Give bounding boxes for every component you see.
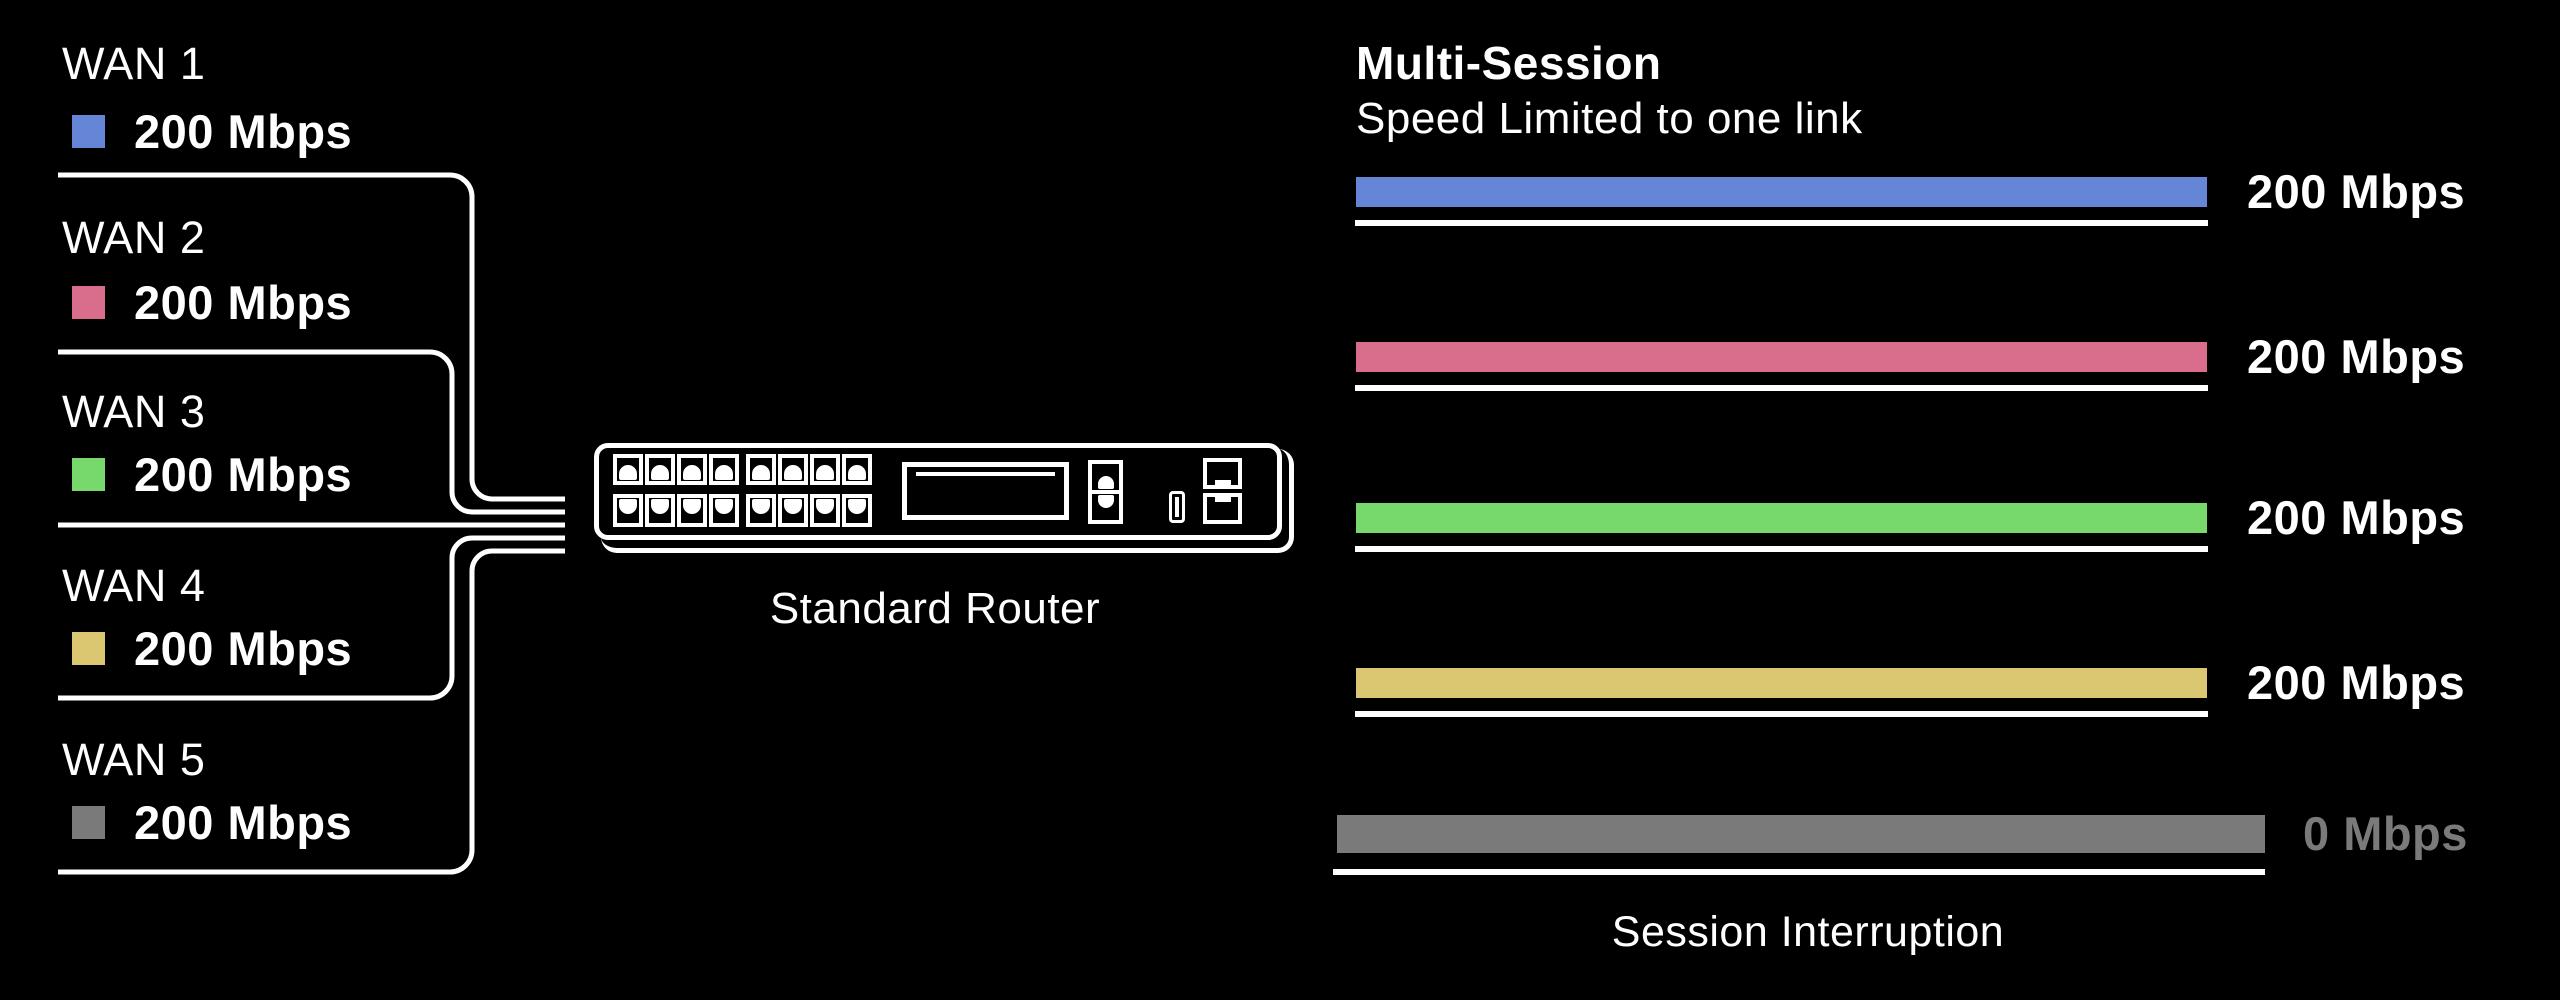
rj45-port-icon [746,494,776,527]
bar-underline [1355,220,2208,226]
bar-underline [1333,869,2265,875]
bar-value-label: 0 Mbps [2303,807,2468,860]
rj45-port-icon [613,494,643,527]
rj45-port-icon [613,454,643,485]
speed-bar-wan2 [1356,342,2207,372]
rj45-port-group [613,454,739,485]
sfp-port-icon [1203,493,1242,524]
wan-2-color-swatch-icon [72,285,105,319]
wan-3-label: WAN 3 [62,386,206,437]
wan-2-connector-line [58,349,565,515]
rj45-port-icon [709,454,739,485]
wan-1-speed-row: 200 Mbps [72,105,352,158]
wan-4-speed: 200 Mbps [134,621,353,675]
rj45-port-icon [842,454,872,485]
rj45-port-icon [746,454,776,485]
wan-4-connector-line [58,535,565,701]
router-illustration [594,443,1282,540]
rj45-port-group [746,494,872,527]
rj45-port-icon [778,494,808,527]
speed-bar-wan3 [1356,503,2207,533]
sfp-port-icon [1203,458,1242,489]
session-interruption-label: Session Interruption [1611,908,2005,956]
wan-4-speed-row: 200 Mbps [72,622,352,675]
speed-bar-wan4 [1356,668,2207,698]
wan-module-ports-icon [1088,460,1123,524]
rj45-port-icon [810,454,840,485]
rj45-port-group [613,494,739,527]
wan-3-speed: 200 Mbps [134,447,353,501]
rj45-port-icon [778,454,808,485]
bar-value-label: 200 Mbps [2247,491,2466,544]
wan-3-color-swatch-icon [72,457,105,491]
wan-1-connector-line [58,172,565,502]
rj45-port-icon [709,494,739,527]
wan-1-speed: 200 Mbps [134,104,353,158]
bar-value-label: 200 Mbps [2247,330,2466,383]
usb-slot-icon [1169,491,1185,523]
output-title: Multi-Session [1356,37,1662,89]
wan-1-color-swatch-icon [72,114,105,148]
rj45-port-icon [645,454,675,485]
wan-2-speed-row: 200 Mbps [72,276,352,329]
speed-bar-wan5-interrupted [1337,815,2265,853]
rj45-port-icon [677,454,707,485]
wan-5-speed-row: 200 Mbps [72,796,352,849]
wan-2-label: WAN 2 [62,212,206,263]
rj45-port-icon [677,494,707,527]
wan-4-color-swatch-icon [72,631,105,665]
bar-underline [1355,711,2208,717]
bar-value-label: 200 Mbps [2247,165,2466,218]
wan-1-label: WAN 1 [62,38,206,89]
rj45-port-icon [810,494,840,527]
rj45-port-group [746,454,872,485]
speed-bar-wan1 [1356,177,2207,207]
wan-5-connector-line [58,548,565,875]
wan-5-label: WAN 5 [62,734,206,785]
router-shadow-outline [601,449,1294,553]
output-subtitle: Speed Limited to one link [1356,94,1863,143]
router-caption: Standard Router [769,584,1101,633]
router-display-icon [902,462,1069,520]
bar-underline [1355,385,2208,391]
wan-5-color-swatch-icon [72,805,105,839]
wan-4-label: WAN 4 [62,560,206,611]
wan-2-speed: 200 Mbps [134,275,353,329]
wan-5-speed: 200 Mbps [134,795,353,849]
rj45-port-icon [645,494,675,527]
bar-underline [1355,546,2208,552]
wan-3-speed-row: 200 Mbps [72,448,352,501]
rj45-port-icon [842,494,872,527]
bar-value-label: 200 Mbps [2247,656,2466,709]
